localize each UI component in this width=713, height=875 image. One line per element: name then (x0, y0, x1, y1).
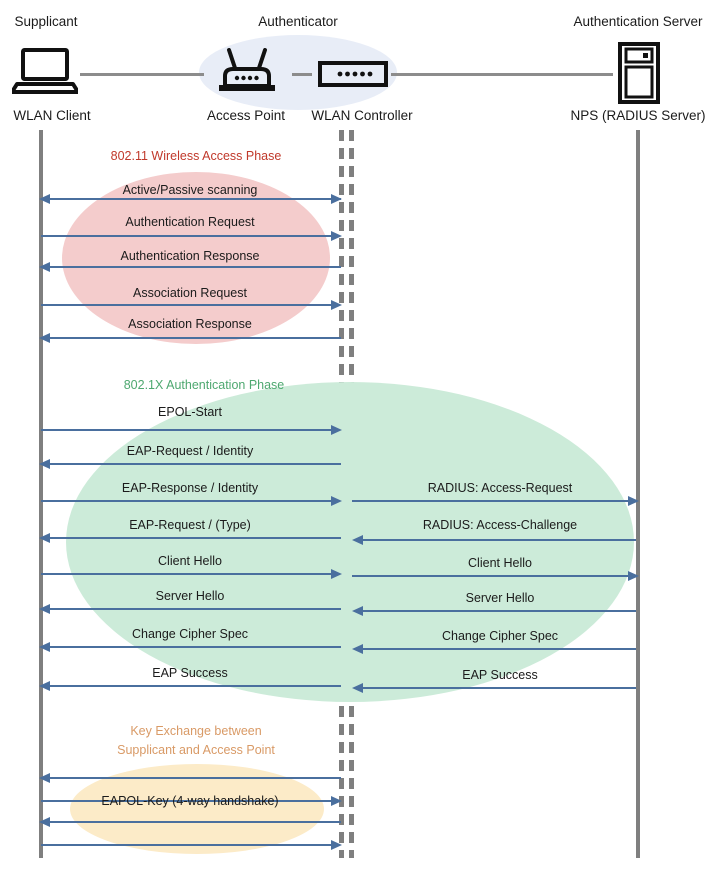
message-arrow-line (45, 646, 341, 648)
role-label-authentication-server: Authentication Server (573, 14, 703, 29)
message-label: Change Cipher Spec (441, 629, 559, 643)
node-label-wlan-controller: WLAN Controller (311, 108, 413, 123)
message-label: Client Hello (468, 556, 532, 570)
message-arrow-line (41, 800, 333, 802)
role-label-supplicant: Supplicant (14, 14, 78, 29)
message-label: EAP-Response / Identity (121, 481, 259, 495)
message-arrow-head-left (39, 642, 50, 652)
message-arrow-head-left (39, 459, 50, 469)
message-arrow-head-right (331, 194, 342, 204)
wlan-controller-icon (318, 61, 388, 92)
message-label: Client Hello (158, 554, 222, 568)
message-arrow-line (45, 337, 341, 339)
message-label: Server Hello (155, 589, 225, 603)
phase-title-wireless-access: 802.11 Wireless Access Phase (110, 149, 282, 163)
message-arrow-line (45, 266, 341, 268)
message-arrow-head-left (39, 817, 50, 827)
message-arrow-head-left (39, 773, 50, 783)
message-label: Change Cipher Spec (131, 627, 249, 641)
message-arrow-head-right (331, 496, 342, 506)
lifeline-supplicant (39, 130, 43, 858)
message-arrow-line (358, 687, 636, 689)
message-arrow-head-right (628, 496, 639, 506)
message-label: RADIUS: Access-Challenge (422, 518, 578, 532)
phase-ellipse-wireless-access (62, 172, 330, 344)
message-arrow-head-right (331, 840, 342, 850)
message-label: Active/Passive scanning (122, 183, 258, 197)
message-label: EPOL-Start (158, 405, 222, 419)
phase-title-key-exchange: Key Exchange between Supplicant and Acce… (60, 722, 332, 760)
message-label: Authentication Response (120, 249, 260, 263)
message-arrow-head-left (352, 644, 363, 654)
message-arrow-line (45, 608, 341, 610)
role-label-authenticator: Authenticator (258, 14, 338, 29)
wire-ap-to-controller (292, 73, 312, 76)
node-label-access-point: Access Point (206, 108, 286, 123)
node-label-wlan-client: WLAN Client (13, 108, 91, 123)
message-arrow-head-right (331, 425, 342, 435)
message-label: RADIUS: Access-Request (427, 481, 573, 495)
phase-title-8021x-authentication: 802.1X Authentication Phase (123, 378, 285, 392)
message-arrow-head-left (39, 194, 50, 204)
message-arrow-line (45, 537, 341, 539)
phase-title-line-2: Supplicant and Access Point (117, 743, 275, 757)
message-arrow-head-right (331, 231, 342, 241)
wire-controller-to-server (391, 73, 613, 76)
message-arrow-head-left (39, 681, 50, 691)
message-label: EAP Success (152, 666, 228, 680)
wire-client-to-ap (80, 73, 204, 76)
message-arrow-line (352, 500, 630, 502)
message-arrow-head-left (39, 604, 50, 614)
message-arrow-line (45, 777, 341, 779)
message-arrow-line (41, 573, 333, 575)
message-arrow-line (358, 539, 636, 541)
message-arrow-head-left (39, 533, 50, 543)
server-icon (618, 42, 660, 109)
phase-title-line-1: Key Exchange between (130, 724, 262, 738)
phase-ellipse-key-exchange (70, 764, 324, 854)
message-label: EAP Success (462, 668, 538, 682)
message-label: Association Request (133, 286, 247, 300)
message-label: EAP-Request / Identity (126, 444, 254, 458)
message-label: EAPOL-Key (4-way handshake) (101, 794, 279, 808)
message-label: EAP-Request / (Type) (129, 518, 251, 532)
message-arrow-line (41, 844, 333, 846)
message-arrow-head-left (352, 683, 363, 693)
message-arrow-head-right (331, 300, 342, 310)
message-label: Server Hello (465, 591, 535, 605)
message-arrow-line (41, 304, 333, 306)
message-arrow-head-right (331, 796, 342, 806)
access-point-icon (216, 48, 278, 101)
laptop-icon (10, 48, 80, 99)
message-arrow-line (45, 198, 341, 200)
message-label: Association Response (128, 317, 252, 331)
message-arrow-line (358, 648, 636, 650)
message-arrow-line (352, 575, 630, 577)
lifeline-authentication-server (636, 130, 640, 858)
message-arrow-head-right (331, 569, 342, 579)
message-label: Authentication Request (125, 215, 255, 229)
node-label-nps-radius-server: NPS (RADIUS Server) (570, 108, 706, 123)
message-arrow-head-left (352, 535, 363, 545)
message-arrow-line (41, 500, 333, 502)
message-arrow-line (45, 821, 341, 823)
message-arrow-head-left (352, 606, 363, 616)
message-arrow-line (45, 463, 341, 465)
message-arrow-line (45, 685, 341, 687)
message-arrow-line (41, 235, 333, 237)
message-arrow-line (358, 610, 636, 612)
message-arrow-head-left (39, 262, 50, 272)
message-arrow-head-left (39, 333, 50, 343)
message-arrow-head-right (628, 571, 639, 581)
message-arrow-line (41, 429, 333, 431)
